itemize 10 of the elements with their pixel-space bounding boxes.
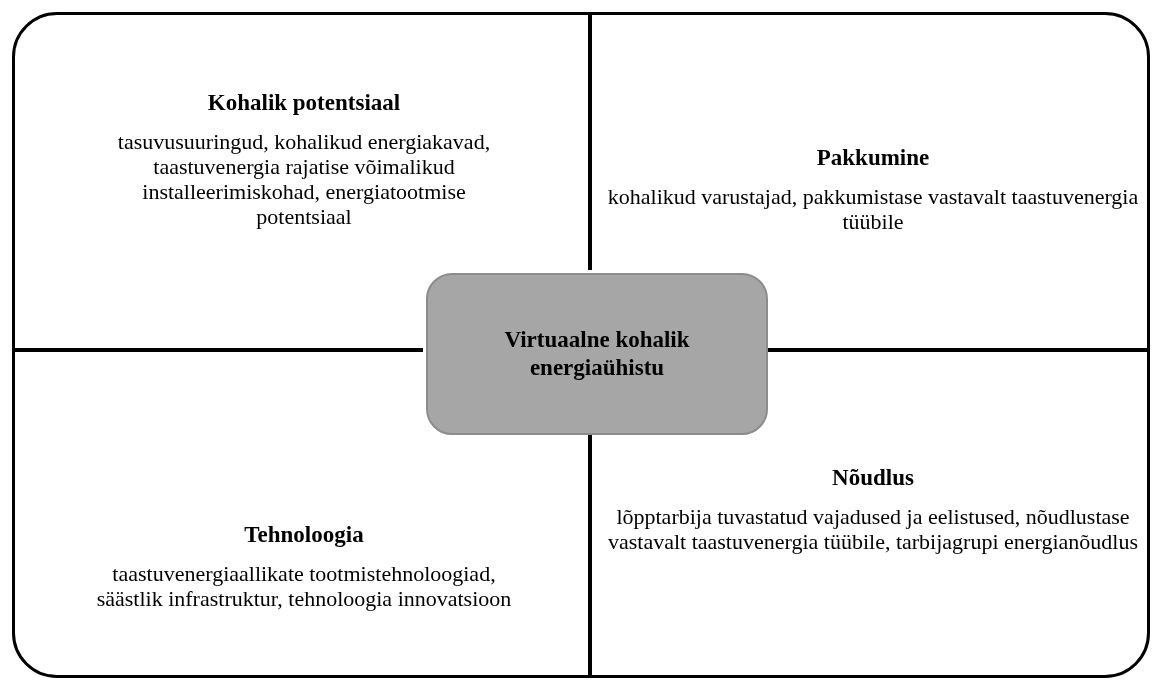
quadrant-text: tasuvusuuringud, kohalikud energiakavad, taastuvenergia rajatise võimalikud installeerimiskohad, energiatootmise potentsiaal: [116, 128, 492, 230]
quadrant-heading: Tehnoloogia: [244, 521, 364, 549]
quadrant-heading: Pakkumine: [816, 144, 930, 172]
quadrant-heading: Kohalik potentsiaal: [207, 89, 401, 117]
quadrant-text: lõpptarbija tuvastatud vajadused ja eelistused, nõudlustase vastavalt taastuvenergia tüübile, tarbijagrupi energianõudlus: [606, 503, 1140, 555]
quadrant-text: taastuvenergiaallikate tootmistehnoloogiad, säästlik infrastruktur, tehnoloogia innovatsioon: [95, 560, 513, 612]
quadrant-heading: Nõudlus: [832, 464, 914, 492]
frame-border: [12, 12, 1150, 678]
quadrant-text: kohalikud varustajad, pakkumistase vastavalt taastuvenergia tüübile: [606, 183, 1140, 235]
center-box: Virtuaalne kohalik energiaühistu: [426, 273, 768, 435]
